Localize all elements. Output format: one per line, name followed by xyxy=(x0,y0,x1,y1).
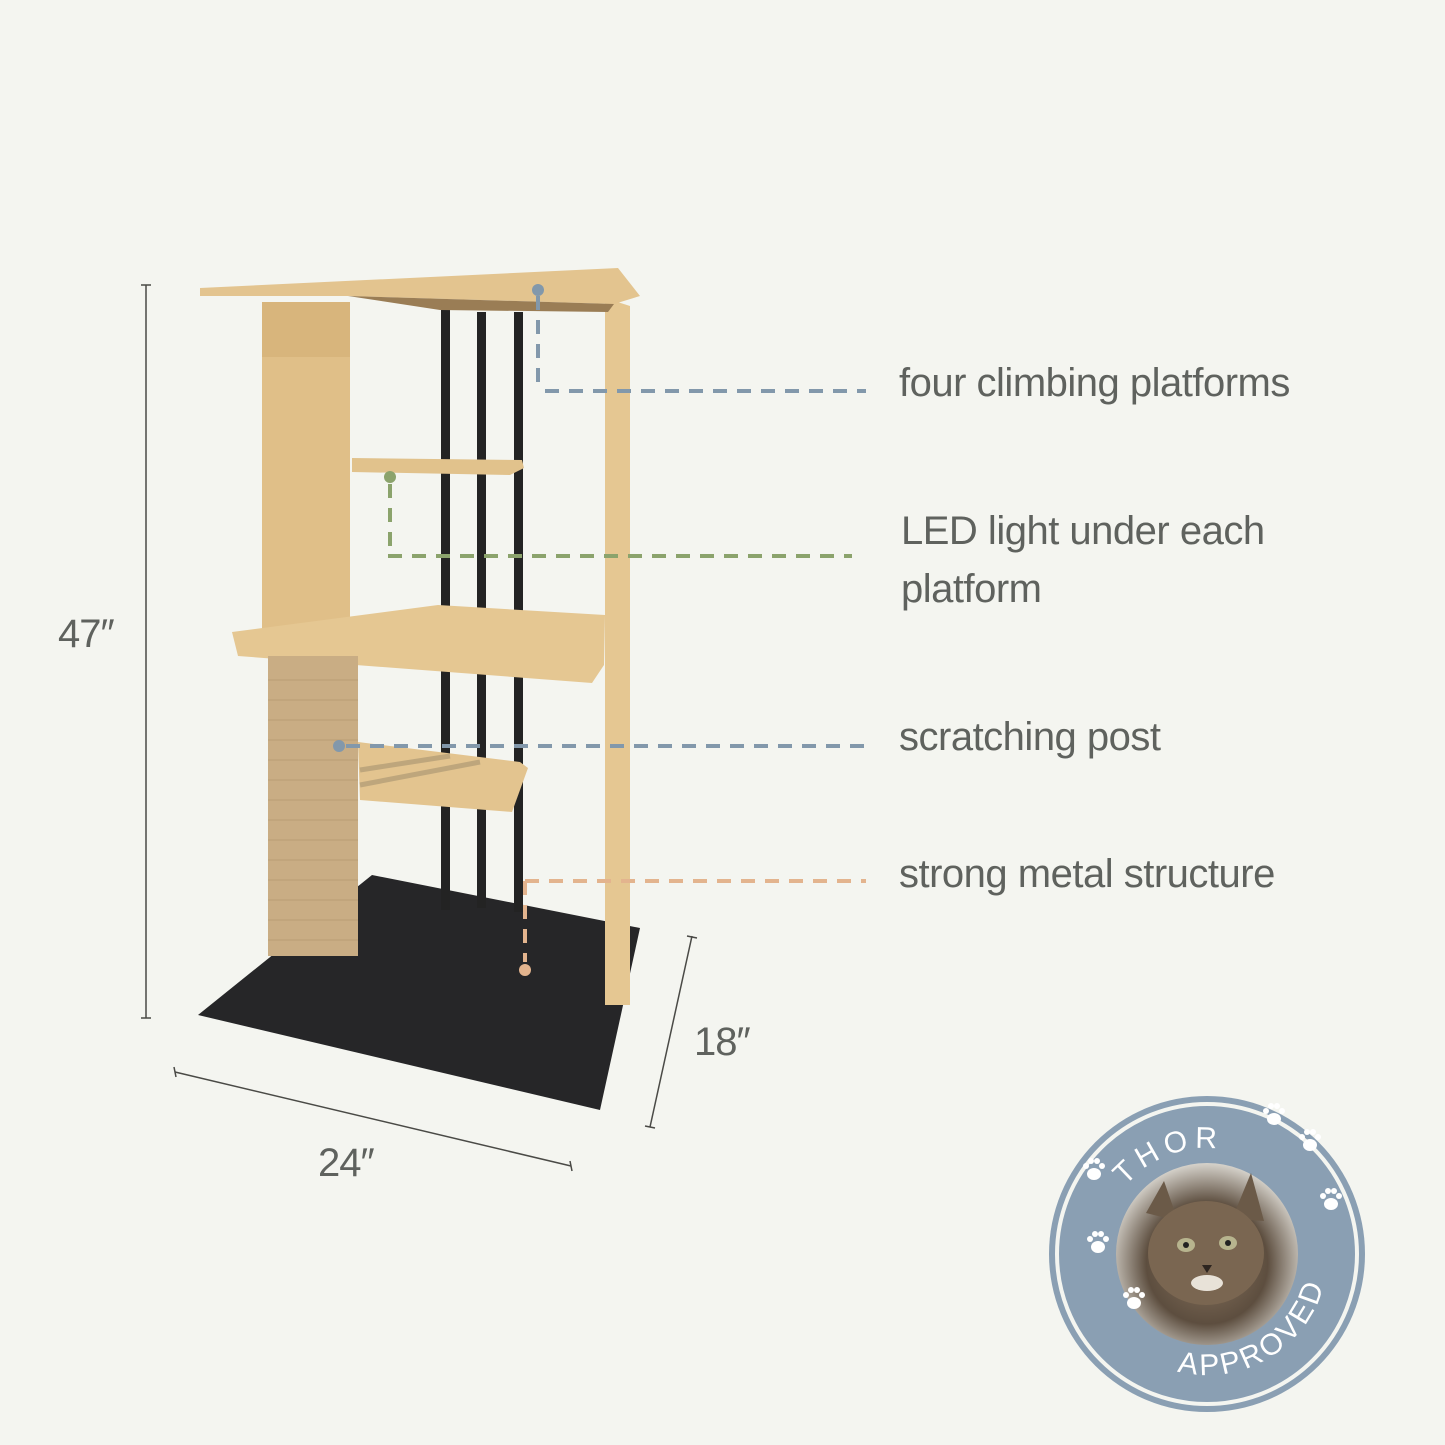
dimension-height: 47″ xyxy=(58,612,115,656)
dimension-lines xyxy=(141,284,698,1172)
dimension-depth: 18″ xyxy=(694,1020,751,1064)
side-panel xyxy=(605,298,630,1005)
small-platform xyxy=(352,458,524,475)
callout-label-scratching: scratching post xyxy=(899,715,1161,759)
callout-label-platforms: four climbing platforms xyxy=(899,361,1290,405)
lower-platform xyxy=(358,742,528,812)
callout-line-led xyxy=(388,484,852,558)
kitten-face xyxy=(1146,1173,1264,1305)
callout-line-platforms xyxy=(536,296,866,393)
upper-block-shade xyxy=(262,302,350,357)
callout-line-metal xyxy=(523,879,866,962)
callout-label-metal: strong metal structure xyxy=(899,852,1275,896)
callout-dot-scratching xyxy=(333,740,345,752)
thor-approved-badge: THOR APPROVED xyxy=(1046,1093,1368,1415)
base-plate xyxy=(198,875,640,1110)
top-platform-underside xyxy=(348,296,614,312)
platform-shadows xyxy=(359,753,481,788)
scratching-post xyxy=(268,656,358,956)
callout-label-led-line2: platform xyxy=(901,567,1042,611)
rope-texture xyxy=(268,679,358,941)
callout-dot-platforms xyxy=(532,284,544,296)
callout-label-led-line1: LED light under each xyxy=(901,509,1265,553)
callout-dot-metal xyxy=(519,964,531,976)
dimension-width: 24″ xyxy=(318,1141,375,1185)
middle-platform xyxy=(232,605,605,683)
callout-dot-led xyxy=(384,471,396,483)
top-platform xyxy=(200,268,640,304)
